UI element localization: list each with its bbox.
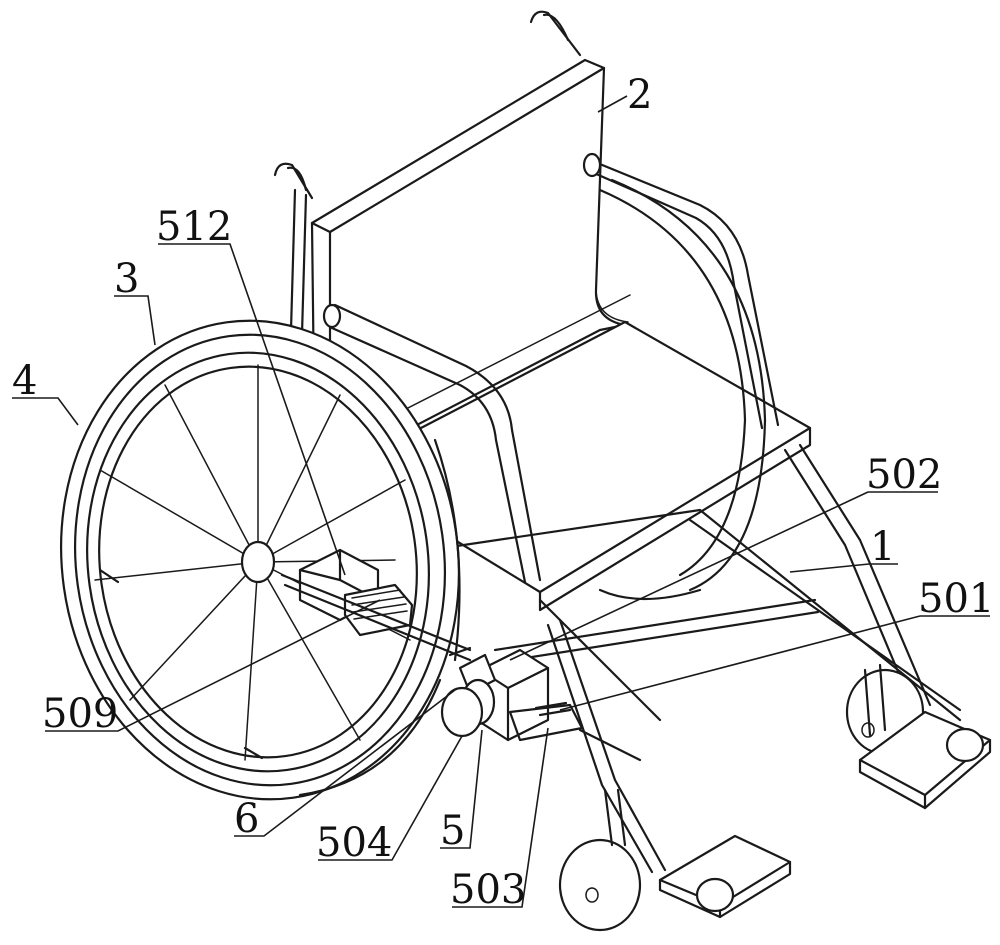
label-504: 504 [316, 820, 392, 866]
rod-503 [508, 703, 584, 742]
label-512: 512 [156, 204, 232, 250]
label-1: 1 [870, 524, 895, 570]
label-2: 2 [627, 72, 652, 118]
footplate-right [858, 710, 992, 810]
push-handles [273, 10, 582, 200]
backrest [310, 58, 629, 477]
label-4: 4 [12, 358, 37, 404]
lower-frame [428, 443, 962, 874]
label-501: 501 [918, 576, 994, 622]
label-502: 502 [866, 452, 942, 498]
right-armrest [582, 152, 780, 430]
label-5: 5 [440, 808, 465, 854]
footplate-left [658, 834, 792, 919]
left-armrest [322, 303, 542, 584]
label-6: 6 [234, 796, 259, 842]
threaded-shaft-509 [343, 583, 414, 637]
drive-assembly [280, 548, 584, 742]
near-rear-wheel [60, 319, 461, 801]
label-503: 503 [450, 867, 526, 913]
front-caster-left [558, 788, 642, 932]
label-3: 3 [114, 256, 139, 302]
wheel-hub [240, 540, 276, 584]
leader-lines [12, 95, 990, 908]
label-509: 509 [42, 691, 118, 737]
reference-numerals: 2 512 3 4 502 1 501 509 6 504 5 503 [12, 72, 994, 913]
